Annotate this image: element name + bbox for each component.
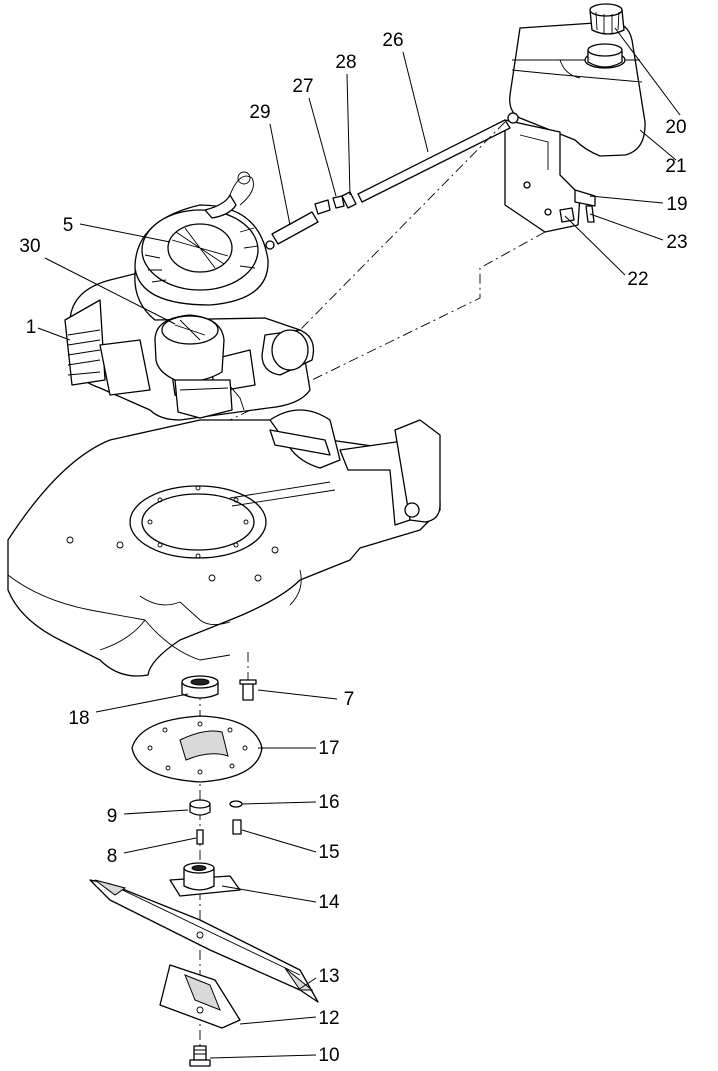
air-filter: [154, 314, 225, 383]
callout-label-29: 29: [249, 102, 270, 123]
callout-group: 26 28 27 29 5 30 1 20 21 19 23 22 7 18 17 16 9 15 8 14 13 12 1…: [19, 27, 688, 1066]
fuel-line: [265, 119, 511, 250]
callout-label-10: 10: [318, 1045, 339, 1066]
callout-leader-13: [297, 977, 317, 991]
callout-leader-23: [589, 213, 664, 241]
callout-label-1: 1: [26, 317, 37, 338]
callout-leader-7: [257, 689, 338, 700]
callout-label-13: 13: [318, 966, 339, 987]
mower-blade: [89, 879, 319, 1003]
callout-label-19: 19: [666, 194, 687, 215]
callout-label-21: 21: [665, 156, 686, 177]
callout-leader-30: [44, 257, 176, 325]
callout-leader-8: [123, 837, 197, 854]
key-8: [196, 829, 204, 845]
bolt-15: [232, 819, 242, 835]
callout-label-28: 28: [335, 52, 356, 73]
adapter-plate: [131, 715, 263, 783]
blade-bolt: [189, 1045, 211, 1067]
callout-label-22: 22: [627, 269, 648, 290]
fuel-tank: [509, 21, 646, 157]
callout-leader-5: [79, 223, 171, 243]
callout-leader-12: [239, 1016, 317, 1025]
assembly-path-tank: [229, 231, 546, 421]
callout-label-8: 8: [107, 846, 118, 867]
callout-leader-27: [308, 97, 337, 197]
callout-label-15: 15: [318, 842, 339, 863]
washer-16: [229, 800, 243, 808]
assembly-path-line: [299, 121, 506, 331]
callout-leader-16: [241, 801, 317, 805]
callout-leader-19: [589, 195, 664, 204]
callout-label-20: 20: [665, 117, 686, 138]
callout-leader-18: [95, 693, 189, 713]
callout-leader-9: [123, 809, 189, 815]
callout-leader-1: [37, 327, 71, 341]
tank-bracket: [504, 112, 596, 233]
bearing: [181, 675, 219, 699]
callout-label-17: 17: [318, 738, 339, 759]
callout-label-18: 18: [68, 708, 89, 729]
callout-leader-28: [346, 73, 351, 196]
callout-label-7: 7: [344, 689, 355, 710]
callout-leader-20: [614, 27, 681, 116]
nut-9: [189, 799, 211, 816]
mower-deck: [7, 409, 441, 677]
callout-leader-14: [221, 885, 317, 903]
callout-label-30: 30: [19, 236, 40, 257]
recoil-starter: [134, 171, 269, 306]
callout-label-27: 27: [292, 76, 313, 97]
callout-label-5: 5: [63, 215, 74, 236]
callout-label-23: 23: [666, 232, 687, 253]
bolt-7: [239, 679, 257, 701]
blade-adapter: [169, 862, 241, 897]
callout-leader-29: [269, 123, 291, 226]
callout-leader-22: [564, 215, 626, 276]
callout-leader-15: [241, 829, 317, 853]
lower-blade: [159, 964, 241, 1029]
callout-leader-26: [402, 51, 429, 153]
callout-label-26: 26: [382, 30, 403, 51]
callout-label-16: 16: [318, 792, 339, 813]
engine-base: [174, 379, 233, 419]
callout-label-14: 14: [318, 892, 340, 913]
callout-leader-21: [639, 129, 677, 161]
fuel-cap: [589, 3, 625, 35]
callout-label-12: 12: [318, 1008, 339, 1029]
callout-label-9: 9: [107, 806, 118, 827]
callout-leader-10: [209, 1054, 317, 1059]
